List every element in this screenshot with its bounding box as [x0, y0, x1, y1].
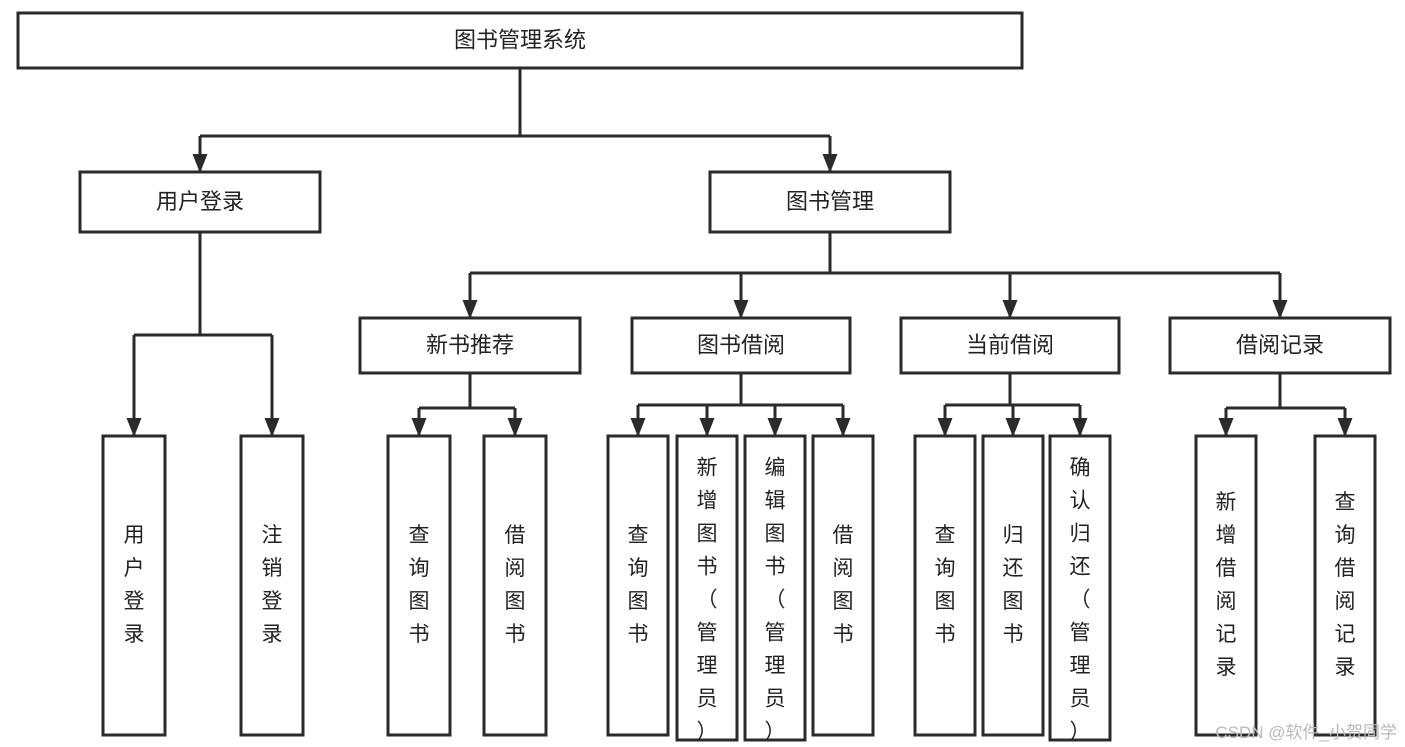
node-label-leaf-rec-query-book: 查询图书 [409, 524, 430, 646]
node-box-leaf-borrow-add-book [675, 434, 739, 742]
node-label-borrow-record: 借阅记录 [1236, 332, 1324, 357]
node-label-leaf-cur-confirm-return: 确认归还（管理员） [1070, 456, 1091, 743]
node-label-user-login: 用户登录 [156, 189, 244, 214]
node-label-book-borrow: 图书借阅 [697, 332, 785, 357]
node-leaf-cur-confirm-return[interactable]: 确认归还（管理员） [1048, 434, 1112, 743]
node-box-leaf-rec-borrow-book [482, 434, 548, 737]
node-box-leaf-user-logout [239, 434, 305, 737]
node-book-borrow[interactable]: 图书借阅 [630, 316, 852, 375]
node-label-leaf-rec-add: 新增借阅记录 [1216, 491, 1237, 679]
node-box-leaf-borrow-query-book [606, 434, 670, 737]
connector-bookmanage-to-level3 [462, 232, 1288, 319]
node-box-book-manage [708, 170, 952, 234]
node-label-leaf-user-logout: 注销登录 [262, 524, 283, 646]
node-box-leaf-rec-query [1313, 434, 1377, 737]
node-box-root [16, 11, 1024, 70]
node-box-current-borrow [899, 316, 1121, 375]
node-leaf-borrow-edit-book[interactable]: 编辑图书（管理员） [743, 434, 807, 743]
connector-userlogin-to-leaves [126, 232, 280, 437]
arrow-head-icon [462, 300, 478, 319]
node-label-leaf-borrow-add-book: 新增图书（管理员） [697, 456, 718, 743]
node-label-leaf-rec-borrow-book: 借阅图书 [505, 524, 526, 646]
node-box-leaf-borrow-lend-book [811, 434, 875, 737]
arrow-head-icon [699, 418, 715, 437]
arrow-head-icon [767, 418, 783, 437]
arrow-head-icon [1337, 418, 1353, 437]
node-layer: 图书管理系统用户登录图书管理新书推荐图书借阅当前借阅借阅记录用户登录注销登录查询… [16, 11, 1392, 743]
node-leaf-user-login[interactable]: 用户登录 [101, 434, 167, 737]
node-leaf-cur-query-book[interactable]: 查询图书 [913, 434, 977, 737]
connector-borrowrecord-to-leaves [1218, 373, 1353, 437]
connector-bookborrow-to-leaves [630, 373, 851, 437]
arrow-head-icon [1005, 418, 1021, 437]
node-label-leaf-cur-return-book: 归还图书 [1003, 524, 1024, 646]
node-label-leaf-rec-query: 查询借阅记录 [1335, 491, 1356, 679]
node-leaf-rec-add[interactable]: 新增借阅记录 [1194, 434, 1258, 737]
node-label-root: 图书管理系统 [454, 27, 586, 52]
node-leaf-cur-return-book[interactable]: 归还图书 [981, 434, 1045, 737]
node-current-borrow[interactable]: 当前借阅 [899, 316, 1121, 375]
connector-root-to-level2 [192, 68, 838, 173]
node-box-leaf-user-login [101, 434, 167, 737]
node-label-new-book-rec: 新书推荐 [426, 332, 514, 357]
node-label-leaf-borrow-lend-book: 借阅图书 [833, 524, 854, 646]
node-leaf-rec-query[interactable]: 查询借阅记录 [1313, 434, 1377, 737]
arrow-head-icon [264, 418, 280, 437]
arrow-head-icon [1072, 418, 1088, 437]
node-box-leaf-borrow-edit-book [743, 434, 807, 742]
node-label-book-manage: 图书管理 [786, 189, 874, 214]
node-label-leaf-borrow-query-book: 查询图书 [628, 524, 649, 646]
connector-newbookrec-to-leaves [411, 373, 523, 437]
arrow-head-icon [1272, 300, 1288, 319]
arrow-head-icon [937, 418, 953, 437]
node-leaf-borrow-add-book[interactable]: 新增图书（管理员） [675, 434, 739, 743]
node-label-current-borrow: 当前借阅 [966, 332, 1054, 357]
node-leaf-user-logout[interactable]: 注销登录 [239, 434, 305, 737]
connector-currentborrow-to-leaves [937, 373, 1088, 437]
node-box-leaf-cur-query-book [913, 434, 977, 737]
arrow-head-icon [835, 418, 851, 437]
connector-layer [126, 68, 1353, 437]
node-box-leaf-rec-add [1194, 434, 1258, 737]
node-box-leaf-cur-return-book [981, 434, 1045, 737]
node-label-leaf-cur-query-book: 查询图书 [935, 524, 956, 646]
arrow-head-icon [733, 300, 749, 319]
node-box-leaf-cur-confirm-return [1048, 434, 1112, 742]
node-box-user-login [78, 170, 322, 234]
node-leaf-borrow-lend-book[interactable]: 借阅图书 [811, 434, 875, 737]
node-borrow-record[interactable]: 借阅记录 [1168, 316, 1392, 375]
node-user-login[interactable]: 用户登录 [78, 170, 322, 234]
arrow-head-icon [507, 418, 523, 437]
arrow-head-icon [822, 154, 838, 173]
node-leaf-rec-query-book[interactable]: 查询图书 [386, 434, 452, 737]
arrow-head-icon [1002, 300, 1018, 319]
arrow-head-icon [1218, 418, 1234, 437]
node-root[interactable]: 图书管理系统 [16, 11, 1024, 70]
node-label-leaf-borrow-edit-book: 编辑图书（管理员） [765, 456, 786, 743]
node-box-leaf-rec-query-book [386, 434, 452, 737]
arrow-head-icon [411, 418, 427, 437]
node-leaf-borrow-query-book[interactable]: 查询图书 [606, 434, 670, 737]
arrow-head-icon [192, 154, 208, 173]
arrow-head-icon [126, 418, 142, 437]
arrow-head-icon [630, 418, 646, 437]
node-box-book-borrow [630, 316, 852, 375]
node-label-leaf-user-login: 用户登录 [124, 524, 145, 646]
node-leaf-rec-borrow-book[interactable]: 借阅图书 [482, 434, 548, 737]
node-new-book-rec[interactable]: 新书推荐 [358, 316, 582, 375]
node-box-new-book-rec [358, 316, 582, 375]
node-box-borrow-record [1168, 316, 1392, 375]
node-book-manage[interactable]: 图书管理 [708, 170, 952, 234]
